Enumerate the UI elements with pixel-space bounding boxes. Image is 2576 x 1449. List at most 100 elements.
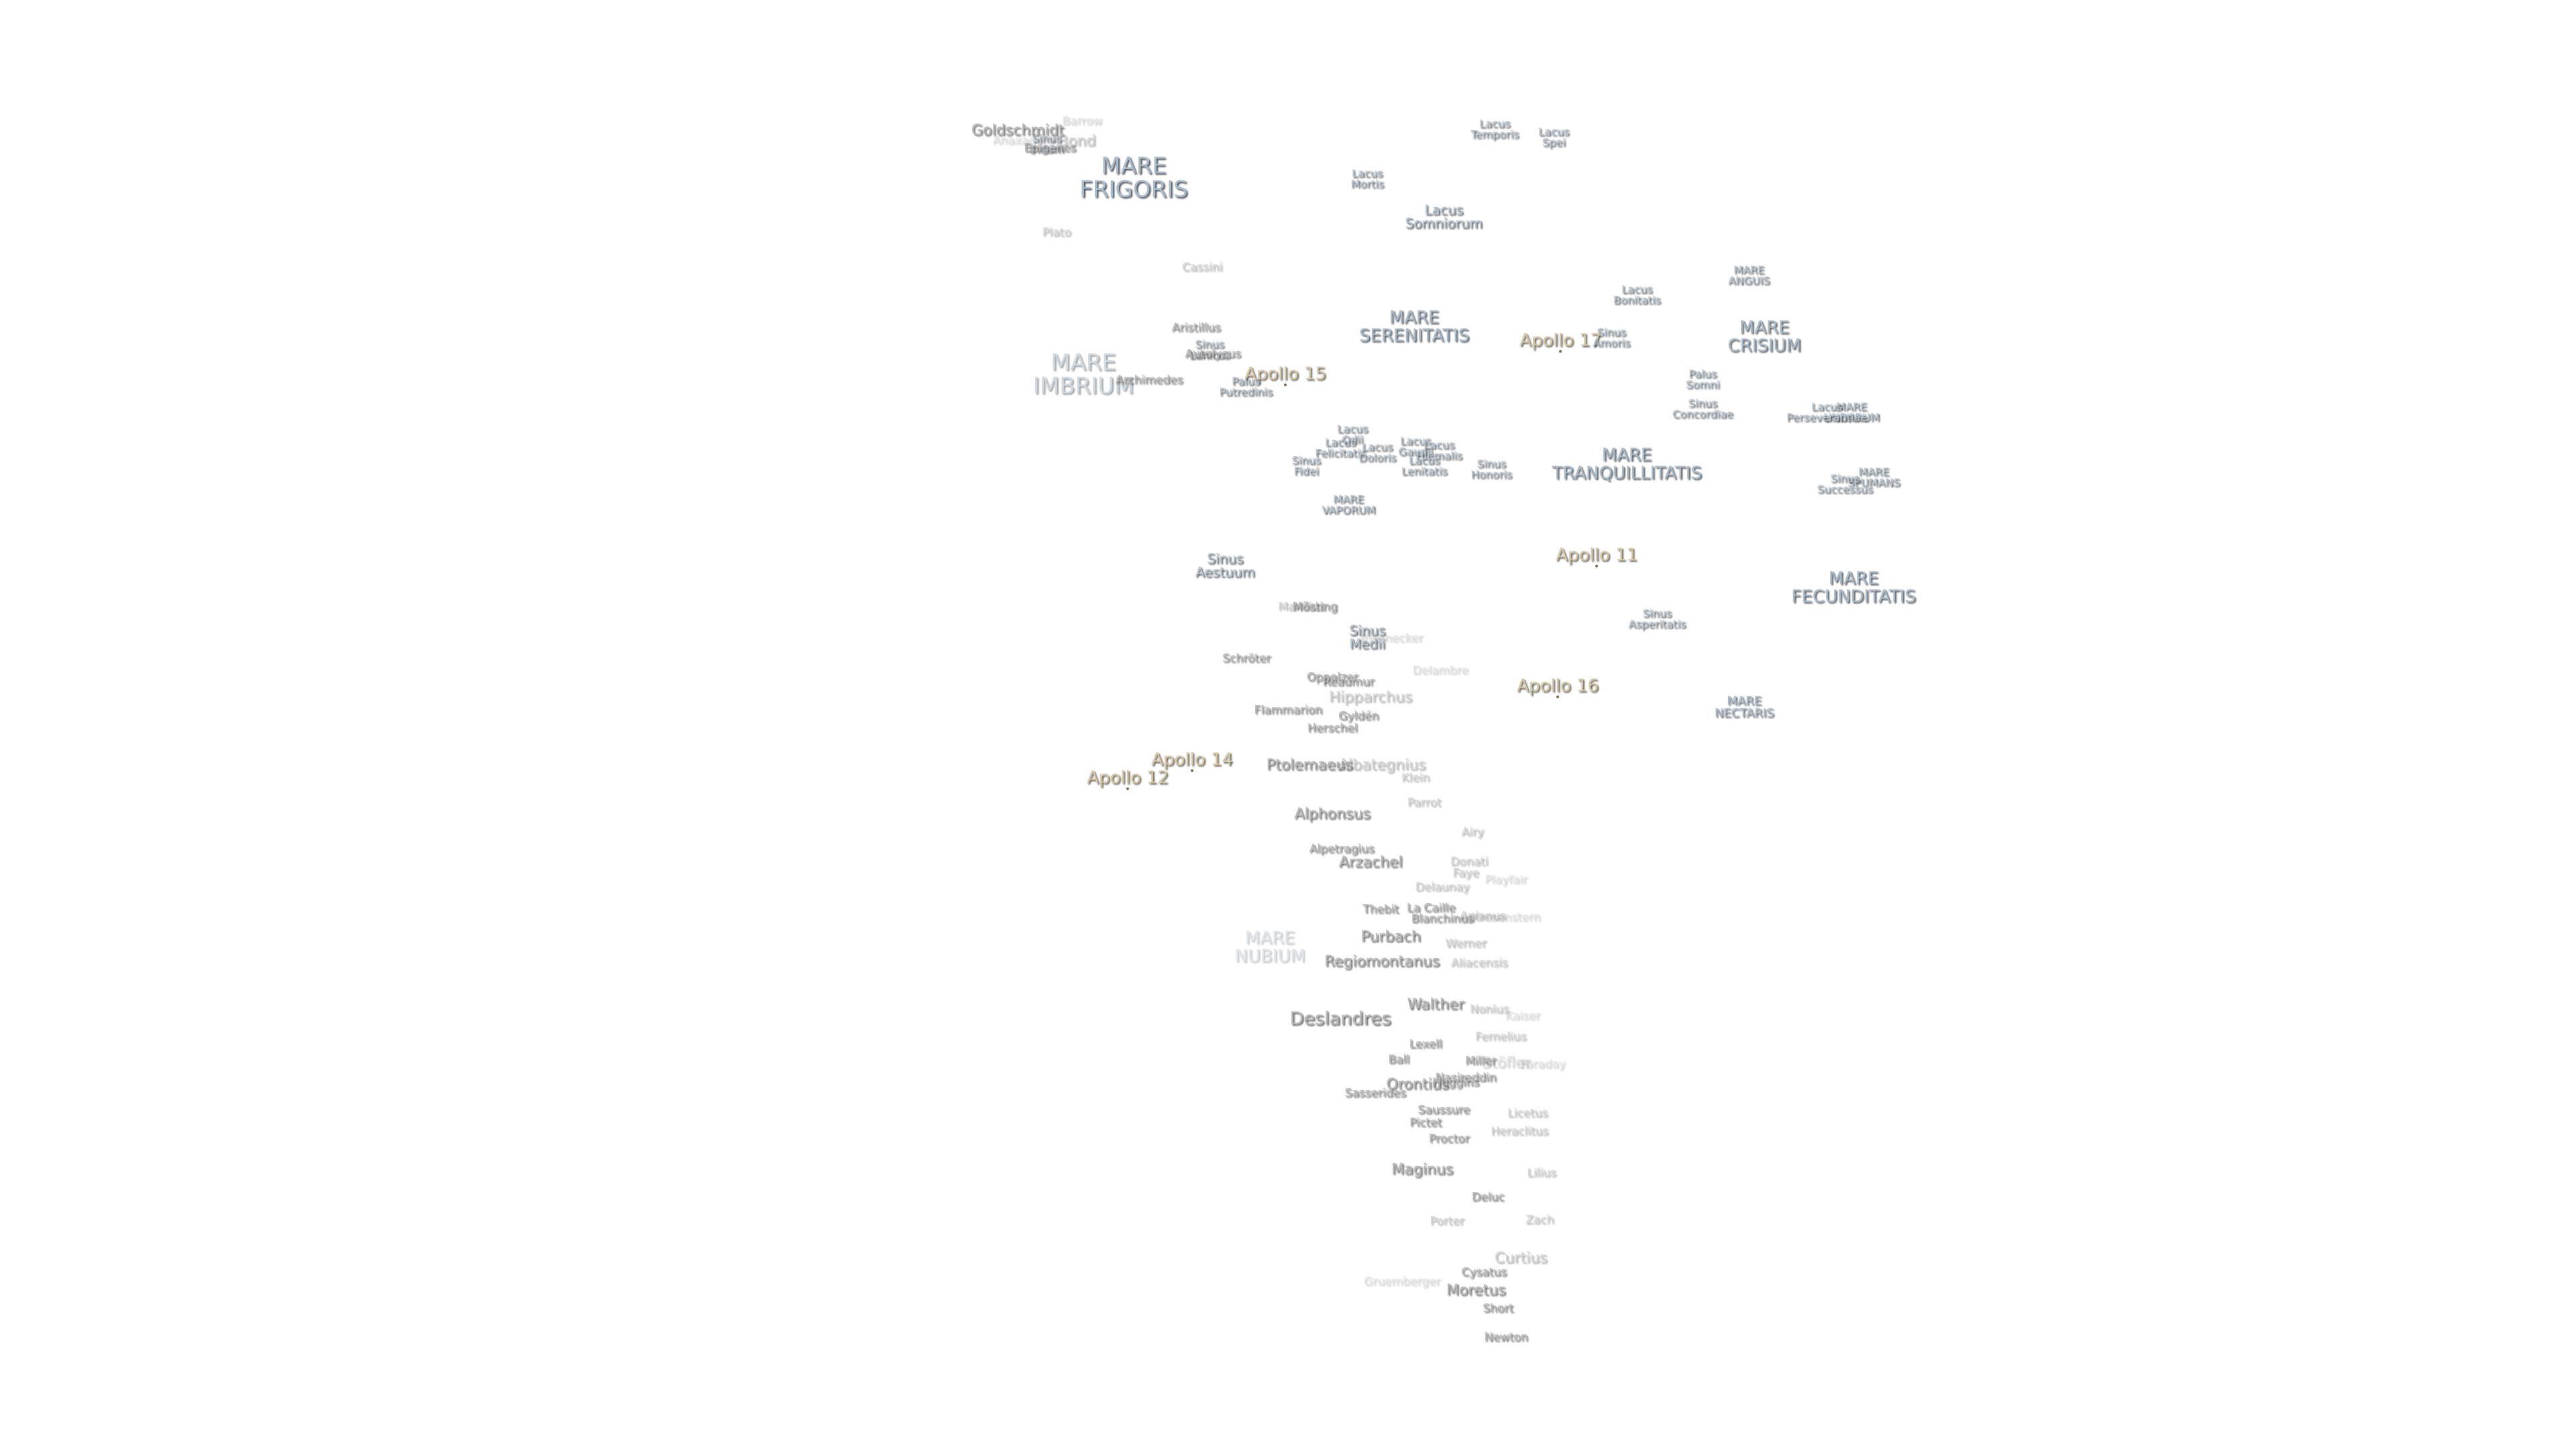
feat-label-sinus-medii[interactable]: Sinus Medii: [1349, 623, 1385, 651]
feat-label-lacus-temporis[interactable]: Lacus Temporis: [1470, 118, 1519, 141]
feat-label-lacus-hiemalis[interactable]: Lacus Hiemalis: [1416, 439, 1462, 462]
crater-label-ball[interactable]: Ball: [1388, 1054, 1409, 1065]
feat-label-lacus-doloris[interactable]: Lacus Doloris: [1358, 441, 1396, 464]
mare-label-mare-fecunditatis[interactable]: MARE FECUNDITATIS: [1791, 570, 1915, 605]
mare-label-mare-nubium[interactable]: MARE NUBIUM: [1234, 929, 1305, 965]
crater-label-donati[interactable]: Donati: [1450, 856, 1488, 867]
crater-label-cassini[interactable]: Cassini: [1182, 262, 1222, 273]
crater-label-anaxagoras[interactable]: Anaxagoras: [993, 135, 1061, 146]
feat-label-sinus-fidei[interactable]: Sinus Fidei: [1291, 455, 1320, 478]
feat-label-sinus-honoris[interactable]: Sinus Honoris: [1470, 458, 1511, 481]
feat-label-palus-somni[interactable]: Palus Somni: [1686, 368, 1719, 391]
mare-label-mare-nectaris[interactable]: MARE NECTARIS: [1715, 695, 1774, 720]
mare-label-mare-tranquillitatis[interactable]: MARE TRANQUILLITATIS: [1552, 446, 1702, 482]
mare-label-mare-crisium[interactable]: MARE CRISIUM: [1727, 319, 1801, 354]
feat-label-sinus-lunicus[interactable]: Sinus Lunicus: [1189, 339, 1230, 362]
crater-label-hipparchus[interactable]: Hipparchus: [1329, 690, 1412, 705]
feat-label-lacus-spei[interactable]: Lacus Spei: [1538, 126, 1569, 149]
crater-label-krusenstern[interactable]: Krusenstern: [1472, 912, 1540, 923]
apollo-site-apollo-12[interactable]: Apollo 12: [1087, 769, 1169, 790]
crater-label-stofler[interactable]: Stöfler: [1482, 1055, 1531, 1071]
crater-label-deslandres[interactable]: Deslandres: [1290, 1010, 1391, 1028]
feat-label-lacus-perseverantiae[interactable]: Lacus Perseverantiae: [1786, 401, 1867, 424]
crater-label-faye[interactable]: Faye: [1452, 867, 1479, 879]
feat-label-sinus-asperitatis[interactable]: Sinus Asperitatis: [1628, 608, 1685, 631]
feat-label-lacus-gaudii[interactable]: Lacus Gaudii: [1398, 435, 1432, 458]
crater-label-aliacensis[interactable]: Aliacensis: [1451, 957, 1508, 969]
apollo-site-apollo-16[interactable]: Apollo 16: [1517, 677, 1599, 698]
crater-label-plato[interactable]: Plato: [1042, 227, 1071, 238]
crater-label-faraday[interactable]: Faraday: [1520, 1059, 1565, 1070]
crater-label-mosting[interactable]: Mösting: [1293, 601, 1338, 612]
mare-label-mare-serenitatis[interactable]: MARE SERENITATIS: [1359, 309, 1469, 344]
feat-label-lacus-odii[interactable]: Lacus Odii: [1337, 423, 1368, 446]
crater-label-licetus[interactable]: Licetus: [1507, 1108, 1548, 1119]
feat-label-lacus-mortis[interactable]: Lacus Mortis: [1350, 168, 1383, 191]
crater-label-fernelius[interactable]: Fernelius: [1475, 1031, 1526, 1042]
crater-label-herschel[interactable]: Herschel: [1307, 722, 1357, 734]
crater-label-triesnecker[interactable]: Triesnecker: [1358, 633, 1423, 644]
crater-label-deluc[interactable]: Deluc: [1472, 1191, 1504, 1203]
crater-label-newton[interactable]: Newton: [1485, 1332, 1528, 1343]
crater-label-reaumur[interactable]: Réaumur: [1322, 676, 1374, 688]
crater-label-porter[interactable]: Porter: [1430, 1216, 1464, 1227]
feat-label-lacus-lenitatis[interactable]: Lacus Lenitatis: [1401, 455, 1447, 478]
crater-label-parrot[interactable]: Parrot: [1407, 797, 1441, 808]
feat-label-lacus-bonitatis[interactable]: Lacus Bonitatis: [1613, 284, 1660, 307]
crater-label-curtius[interactable]: Curtius: [1495, 1250, 1548, 1266]
crater-label-saussure[interactable]: Saussure: [1417, 1104, 1470, 1116]
crater-label-arzachel[interactable]: Arzachel: [1339, 855, 1403, 870]
crater-label-aristillus[interactable]: Aristillus: [1172, 322, 1221, 333]
feat-label-mare-spumans[interactable]: MARE SPUMANS: [1847, 466, 1900, 489]
crater-label-bond[interactable]: Bond: [1058, 133, 1095, 149]
crater-label-flammarion[interactable]: Flammarion: [1254, 704, 1322, 716]
crater-label-lexell[interactable]: Lexell: [1409, 1038, 1442, 1050]
crater-label-miller[interactable]: Miller: [1465, 1055, 1496, 1067]
crater-label-purbach[interactable]: Purbach: [1360, 929, 1420, 945]
crater-label-pictet[interactable]: Pictet: [1409, 1117, 1442, 1128]
feat-label-sinus-aestuum[interactable]: Sinus Aestuum: [1195, 551, 1255, 580]
crater-label-alphonsus[interactable]: Alphonsus: [1294, 806, 1370, 822]
feat-label-sinus-amoris[interactable]: Sinus Amoris: [1593, 327, 1630, 350]
mare-label-mare-frigoris[interactable]: MARE FRIGORIS: [1079, 154, 1188, 201]
crater-label-blanchinus[interactable]: Blanchinus: [1411, 913, 1474, 924]
crater-label-cysatus[interactable]: Cysatus: [1461, 1267, 1507, 1278]
crater-label-heraclitus[interactable]: Heraclitus: [1491, 1126, 1548, 1137]
feat-label-lacus-somniorum[interactable]: Lacus Somniorum: [1405, 203, 1482, 231]
crater-label-nonius[interactable]: Nonius: [1470, 1004, 1509, 1015]
crater-label-goldschmidt[interactable]: Goldschmidt: [971, 123, 1064, 138]
crater-label-thebit[interactable]: Thebit: [1362, 904, 1399, 915]
crater-label-epigenes[interactable]: Epigenes: [1024, 142, 1076, 154]
crater-label-klein[interactable]: Klein: [1401, 772, 1430, 784]
crater-label-regiomontanus[interactable]: Regiomontanus: [1324, 954, 1440, 969]
crater-label-la-caille[interactable]: La Caille: [1407, 902, 1455, 914]
apollo-site-apollo-14[interactable]: Apollo 14: [1151, 751, 1233, 772]
crater-label-maginus[interactable]: Maginus: [1391, 1162, 1453, 1177]
crater-label-oppolzer[interactable]: Oppolzer: [1307, 672, 1358, 683]
crater-label-huggins[interactable]: Huggins: [1432, 1077, 1479, 1088]
feat-label-lacus-felicitatis[interactable]: Lacus Felicitatis: [1315, 437, 1365, 460]
crater-label-airy[interactable]: Airy: [1461, 826, 1483, 838]
crater-label-gylden[interactable]: Gyldén: [1338, 710, 1379, 722]
crater-label-nasireddin[interactable]: Nasireddin: [1436, 1072, 1497, 1083]
crater-label-autolycus[interactable]: Autolycus: [1185, 348, 1240, 360]
crater-label-proctor[interactable]: Proctor: [1429, 1133, 1469, 1144]
crater-label-gruemberger[interactable]: Gruemberger: [1364, 1276, 1440, 1287]
crater-label-delambre[interactable]: Delambre: [1412, 665, 1468, 676]
crater-label-lilius[interactable]: Lilius: [1527, 1167, 1556, 1179]
crater-label-apianus[interactable]: Apianus: [1460, 910, 1505, 922]
crater-label-werner[interactable]: Werner: [1445, 938, 1486, 949]
feat-label-sinus-iridum[interactable]: Sinus Iridum: [1029, 133, 1064, 156]
crater-label-ptolemaeus[interactable]: Ptolemaeus: [1267, 757, 1353, 773]
feat-label-mare-vaporum[interactable]: MARE VAPORUM: [1322, 494, 1375, 517]
feat-label-mare-anguis[interactable]: MARE ANGUIS: [1728, 264, 1770, 287]
crater-label-archimedes[interactable]: Archimedes: [1116, 374, 1183, 386]
feat-label-palus-putredinis[interactable]: Palus Putredinis: [1219, 376, 1272, 398]
crater-label-albategnius[interactable]: Albategnius: [1338, 757, 1426, 773]
crater-label-short[interactable]: Short: [1483, 1303, 1513, 1314]
feat-label-mare-undarum[interactable]: MARE UNDARUM: [1823, 401, 1879, 424]
apollo-site-apollo-11[interactable]: Apollo 11: [1556, 546, 1638, 568]
apollo-site-apollo-17[interactable]: Apollo 17: [1519, 331, 1601, 353]
crater-label-moretus[interactable]: Moretus: [1446, 1283, 1506, 1298]
crater-label-delaunay[interactable]: Delaunay: [1415, 881, 1470, 893]
